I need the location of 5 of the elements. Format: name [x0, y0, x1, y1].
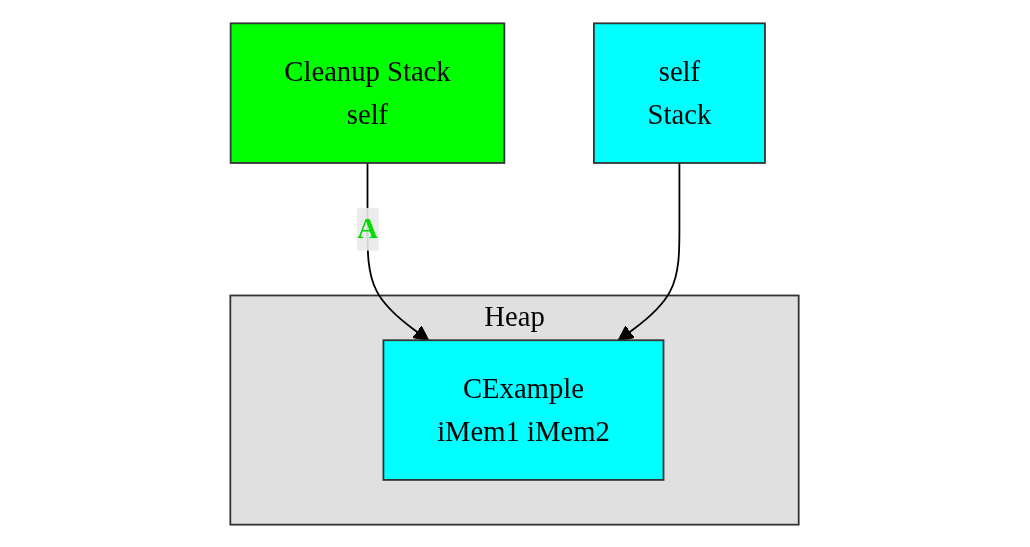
arrow [618, 161, 681, 341]
node-box: self Stack [593, 21, 767, 164]
node-box: Cleanup Stack self [230, 21, 506, 164]
edge-label: A [357, 212, 379, 244]
node-box: CExample iMem1 iMem2 [383, 338, 665, 481]
